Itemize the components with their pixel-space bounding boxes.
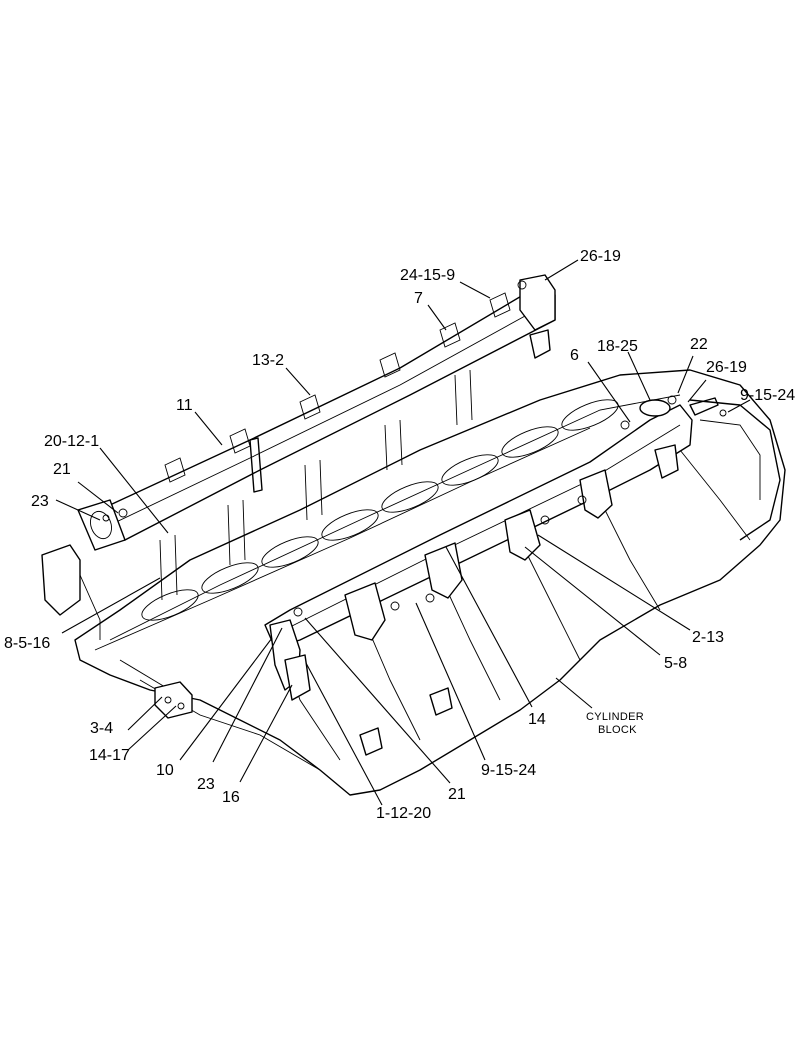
callout-23-left: 23 <box>31 493 49 510</box>
upper-manifold <box>41 274 556 640</box>
callout-26-19-right: 26-19 <box>706 359 747 376</box>
leader-lines <box>55 259 751 806</box>
callout-5-8: 5-8 <box>664 655 687 672</box>
lower-manifold <box>264 395 727 756</box>
callout-11: 11 <box>176 397 193 414</box>
callout-26-19-top: 26-19 <box>580 248 621 265</box>
callout-22: 22 <box>690 336 708 353</box>
cylinder-block-label-line1: CYLINDER <box>586 711 644 723</box>
callout-9-15-24-bottom: 9-15-24 <box>481 762 536 779</box>
callout-7: 7 <box>414 290 423 307</box>
callout-24-15-9: 24-15-9 <box>400 267 455 284</box>
callout-6: 6 <box>570 347 579 364</box>
callout-23-bottom: 23 <box>197 776 215 793</box>
callout-labels: 26-19 24-15-9 7 13-2 11 20-12-1 21 23 8-… <box>4 248 795 822</box>
callout-20-12-1: 20-12-1 <box>44 433 99 450</box>
cylinder-block-label-line2: BLOCK <box>598 724 637 736</box>
callout-3-4: 3-4 <box>90 720 113 737</box>
callout-21-left: 21 <box>53 461 71 478</box>
callout-8-5-16: 8-5-16 <box>4 635 50 652</box>
callout-13-2: 13-2 <box>252 352 284 369</box>
callout-18-25: 18-25 <box>597 338 638 355</box>
callout-14-17: 14-17 <box>89 747 130 764</box>
callout-21-bottom: 21 <box>448 786 466 803</box>
callout-2-13: 2-13 <box>692 629 724 646</box>
callout-1-12-20: 1-12-20 <box>376 805 431 822</box>
callout-14: 14 <box>528 711 546 728</box>
callout-16: 16 <box>222 789 240 806</box>
callout-9-15-24-right: 9-15-24 <box>740 387 795 404</box>
callout-10: 10 <box>156 762 174 779</box>
